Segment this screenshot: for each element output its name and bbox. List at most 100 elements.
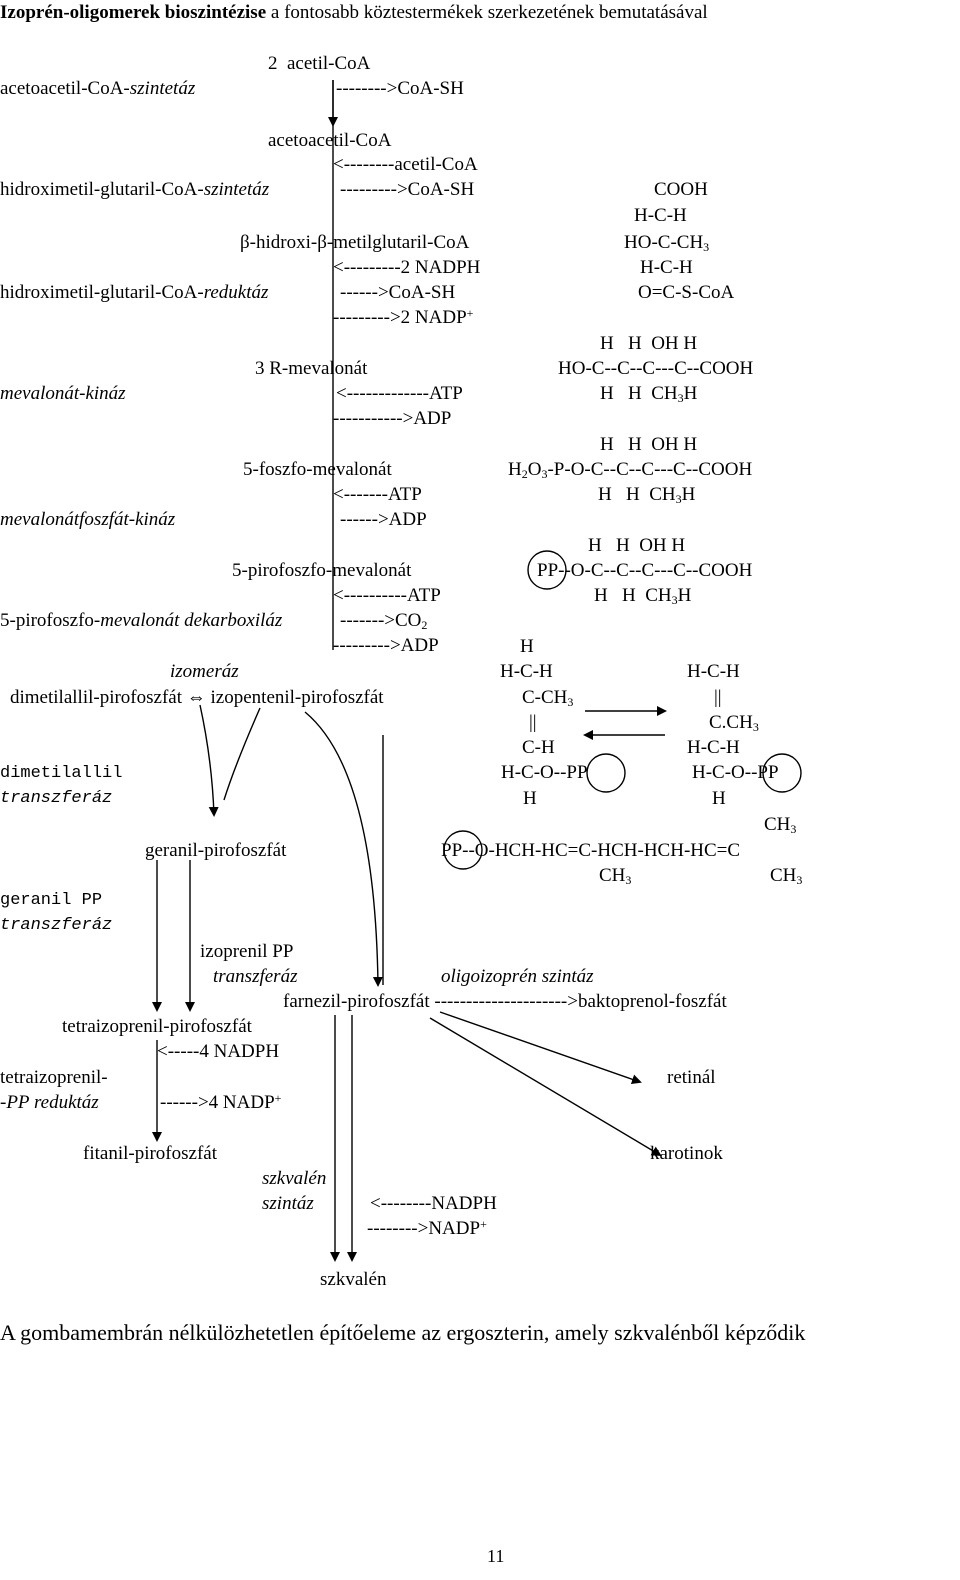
mev-structure-top: H H OH H bbox=[600, 333, 698, 354]
phytanyl-pp: fitanil-pirofoszfát bbox=[83, 1143, 218, 1164]
pmev-structure-top: H H OH H bbox=[600, 434, 698, 455]
enzyme-squalene-b: szintáz bbox=[262, 1193, 314, 1214]
enzyme-3-type: reduktáz bbox=[203, 282, 269, 303]
gpp-ch-bot1: CH bbox=[599, 865, 626, 886]
reaction-5-input: <-------ATP bbox=[333, 484, 422, 505]
dm-double-bond: || bbox=[714, 687, 722, 708]
enzyme-6-type: mevalonát dekarboxiláz bbox=[100, 610, 283, 631]
pmev-o: O bbox=[527, 459, 542, 480]
dmapp-label: dimetilallil-pirofoszfát bbox=[10, 687, 183, 708]
reaction-12-output: -------->NADP+ bbox=[367, 1218, 487, 1240]
squalene: szkvalén bbox=[320, 1269, 387, 1290]
enzyme-phosphomevalonate-kinase: mevalonátfoszfát-kináz bbox=[0, 509, 176, 530]
pp-circle-gpp bbox=[443, 830, 483, 870]
subscript-3: 3 bbox=[796, 873, 803, 887]
subscript-3: 3 bbox=[790, 822, 797, 836]
reaction-5-output: ------>ADP bbox=[340, 509, 427, 530]
hmg-structure-4: H-C-H bbox=[640, 257, 693, 278]
bactoprenol-arrow: --------------------->baktoprenol-foszfá… bbox=[429, 991, 727, 1012]
subscript-3: 3 bbox=[675, 492, 682, 506]
tetraisoprenyl-pp: tetraizoprenil-pirofoszfát bbox=[62, 1016, 252, 1037]
enzyme-geranyl-a: geranil PP bbox=[0, 891, 103, 910]
hmg-structure-2: H-C-H bbox=[634, 205, 687, 226]
enzyme-hmg-synthetase: hidroximetil-glutaril-CoA-szintetáz bbox=[0, 179, 269, 201]
ipp-double-bond: || bbox=[529, 712, 537, 733]
pmev-h-h-ch: H H CH bbox=[598, 484, 676, 505]
enzyme-oligoisoprene: oligoizoprén szintáz bbox=[441, 966, 594, 987]
nadp-arrow-2: ------>4 NADP bbox=[160, 1092, 275, 1113]
enzyme-decarboxylase: 5-pirofoszfo-mevalonát dekarboxiláz bbox=[0, 610, 282, 632]
hmg-structure-1: COOH bbox=[654, 179, 708, 200]
enzyme-isoprenyl-b: transzferáz bbox=[213, 966, 298, 987]
reaction-4-input: <-------------ATP bbox=[336, 383, 463, 404]
enzyme-hmg-reductase: hidroximetil-glutaril-CoA-reduktáz bbox=[0, 282, 268, 304]
pp-circle-dmapp bbox=[762, 753, 802, 793]
phospho-mevalonate: 5-foszfo-mevalonát bbox=[243, 459, 392, 480]
reaction-2-input: <--------acetil-CoA bbox=[333, 154, 478, 175]
gpp-ch-bot2: CH bbox=[770, 865, 797, 886]
subscript-3: 3 bbox=[752, 720, 759, 734]
gpp-structure-bot-1: CH3 bbox=[599, 865, 631, 887]
title-bold: Izoprén-oligomerek bioszintézise bbox=[0, 2, 267, 23]
ppmev-structure-top: H H OH H bbox=[588, 535, 686, 556]
pmev-chain: -P-O-C--C--C---C--COOH bbox=[547, 459, 753, 480]
co2-arrow: ------->CO bbox=[340, 610, 422, 631]
enzyme-squalene-a: szkvalén bbox=[262, 1168, 327, 1189]
enzyme-6-name: 5-pirofoszfo- bbox=[0, 610, 101, 631]
ipp-structure-3: C-CH3 bbox=[522, 687, 573, 709]
enzyme-dimethylallyl-a: dimetilallil bbox=[0, 764, 123, 783]
mev-structure-mid: HO-C--C--C---C--COOH bbox=[558, 358, 754, 379]
hmg-structure-3: HO-C-CH3 bbox=[624, 232, 709, 254]
dm-structure-1: H-C-H bbox=[687, 661, 740, 682]
subscript-3: 3 bbox=[625, 873, 632, 887]
ppmev-h-h-ch: H H CH bbox=[594, 585, 672, 606]
nadp-arrow: --------->2 NADP bbox=[333, 307, 467, 328]
pp-circle-ppmev bbox=[527, 550, 567, 590]
hmg-structure-5: O=C-S-CoA bbox=[638, 282, 735, 303]
isomerase-curve-right bbox=[223, 707, 261, 801]
farnesyl-pp-row: farnezil-pirofoszfát -------------------… bbox=[283, 991, 727, 1013]
gpp-structure-mid: PP--O-HCH-HC=C-HCH-HCH-HC=C bbox=[441, 840, 741, 861]
reaction-4-output: ----------->ADP bbox=[333, 408, 452, 429]
plus-sign: + bbox=[466, 306, 474, 320]
ipp-label: izopentenil-pirofoszfát bbox=[210, 687, 384, 708]
enzyme-isomerase: izomeráz bbox=[170, 661, 239, 682]
ipp-structure-7: H bbox=[523, 788, 537, 809]
isomerase-curve-left bbox=[199, 704, 219, 817]
subscript-3: 3 bbox=[671, 593, 678, 607]
pmev-h: H bbox=[508, 459, 522, 480]
enzyme-2-type: szintetáz bbox=[203, 179, 270, 200]
reaction-11-input: <-----4 NADPH bbox=[157, 1041, 280, 1062]
ppmev-structure-bot: H H CH3H bbox=[594, 585, 691, 607]
reaction-12-input: <--------NADPH bbox=[370, 1193, 497, 1214]
retinal: retinál bbox=[667, 1067, 716, 1088]
dm-structure-4: H-C-H bbox=[687, 737, 740, 758]
pmev-structure-bot: H H CH3H bbox=[598, 484, 695, 506]
carotenoids: karotinok bbox=[650, 1143, 723, 1164]
reaction-3-input: <---------2 NADPH bbox=[333, 257, 481, 278]
ipp-structure-2: H-C-H bbox=[500, 661, 553, 682]
dm-structure-6: H bbox=[712, 788, 726, 809]
subscript-3: 3 bbox=[541, 467, 548, 481]
enzyme-tetraisoprenyl-a: tetraizoprenil- bbox=[0, 1067, 108, 1088]
hmg-coa: β-hidroxi-β-metilglutaril-CoA bbox=[240, 232, 470, 253]
subscript-3: 3 bbox=[567, 695, 574, 709]
subscript-3: 3 bbox=[703, 240, 710, 254]
retinal-arrow bbox=[439, 1011, 642, 1085]
reaction-2-output: --------->CoA-SH bbox=[340, 179, 475, 200]
geranyl-pp: geranil-pirofoszfát bbox=[145, 840, 287, 861]
footer-note: A gombamembrán nélkülözhetetlen építőele… bbox=[0, 1320, 806, 1345]
pmev-structure-mid: H2O3-P-O-C--C--C---C--COOH bbox=[508, 459, 752, 481]
enzyme-1-name: acetoacetil-CoA- bbox=[0, 78, 130, 99]
title-rest: a fontosabb köztestermékek szerkezetének… bbox=[266, 2, 708, 23]
gpp-structure-top: CH3 bbox=[764, 814, 796, 836]
mevalonate: 3 R-mevalonát bbox=[255, 358, 368, 379]
hmg-c-ch: HO-C-CH bbox=[624, 232, 704, 253]
ipp-structure-1: H bbox=[520, 636, 534, 657]
dm-structure-5: H-C-O--PP bbox=[692, 762, 779, 783]
dmapp-ipp-equilibrium: dimetilallil-pirofoszfát ⇔ izopentenil-p… bbox=[10, 687, 384, 709]
ppmev-h: H bbox=[677, 585, 692, 606]
dm-structure-3: C.CH3 bbox=[709, 712, 759, 734]
enzyme-1-type: szintetáz bbox=[129, 78, 196, 99]
